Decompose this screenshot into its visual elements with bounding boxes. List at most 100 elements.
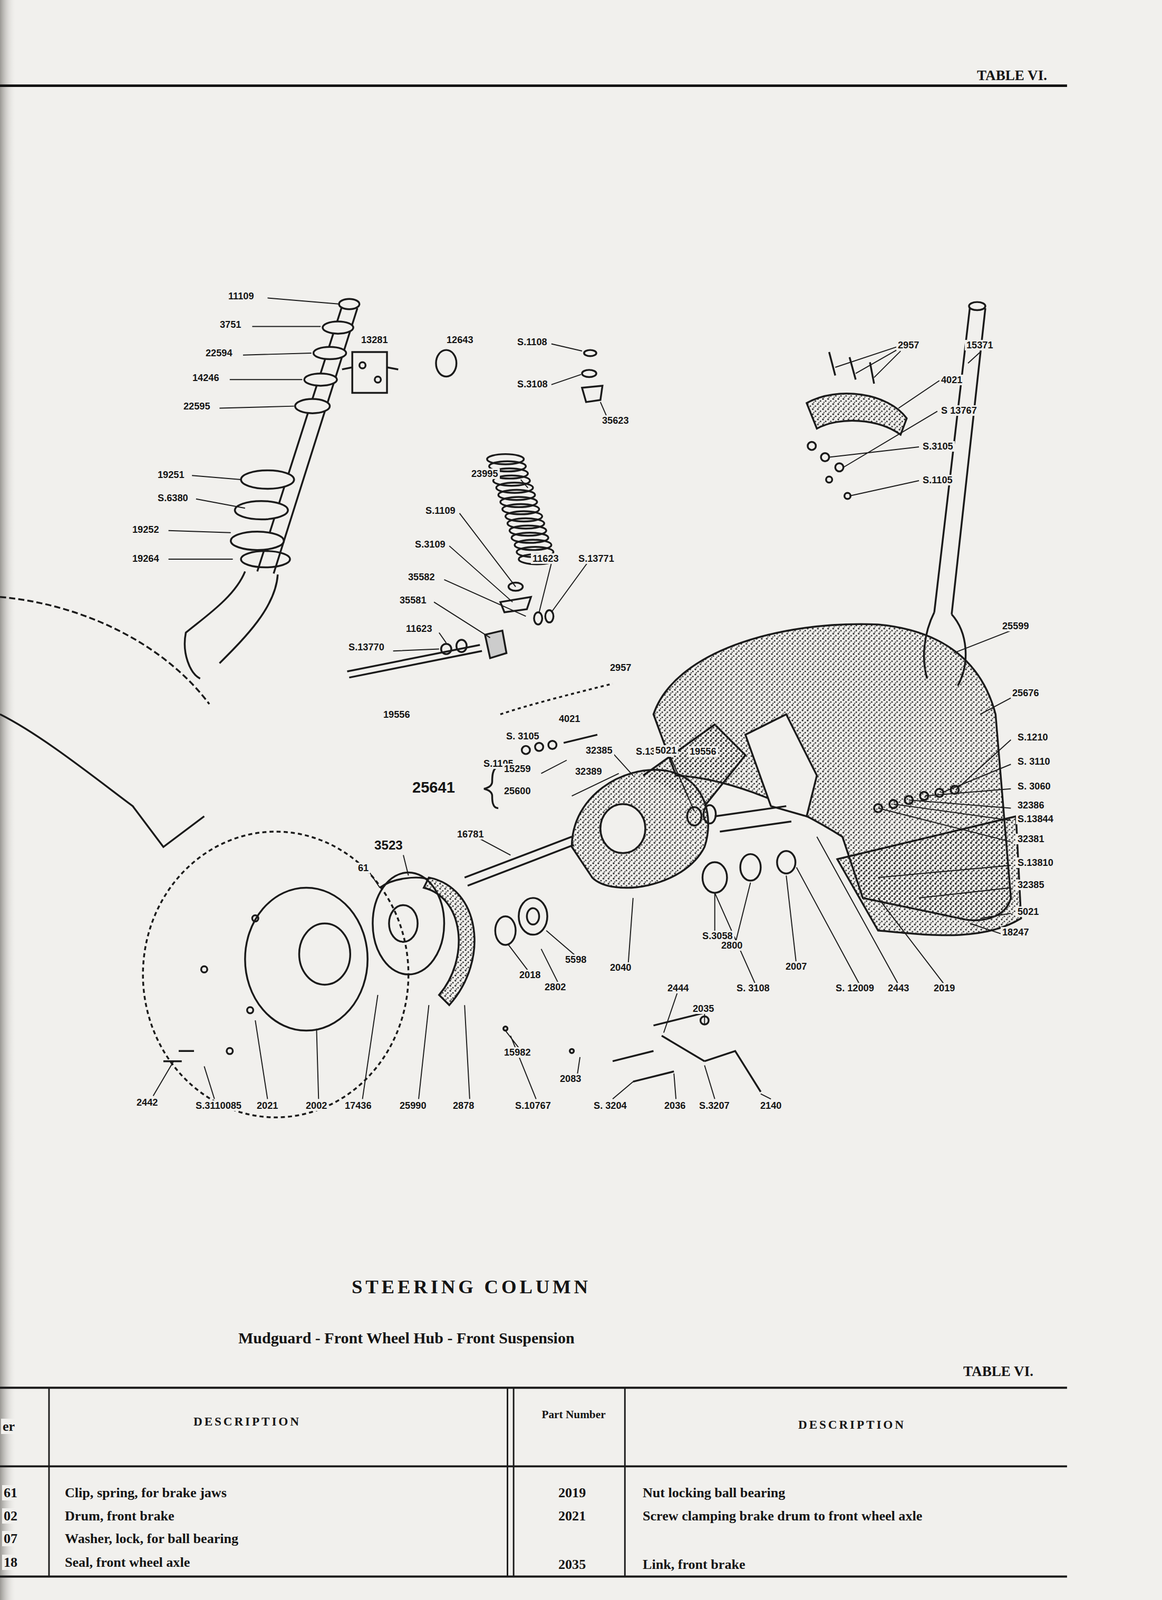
callout-number: 2019 (932, 983, 957, 994)
callout-number: 35582 (406, 572, 437, 583)
part-number: 02 (2, 1508, 19, 1525)
part-number: 2035 (556, 1557, 588, 1573)
part-description: Washer, lock, for ball bearing (63, 1531, 240, 1547)
callout-number: 2021 (255, 1100, 280, 1112)
callout-number: 4021 (557, 713, 582, 725)
callout-number: S.1210 (1015, 732, 1050, 743)
callout-number: 25676 (1010, 688, 1041, 699)
callout-number: 5021 (1015, 906, 1041, 918)
callout-number: S.13771 (576, 553, 616, 565)
part-description: Link, front brake (641, 1557, 748, 1573)
part-number: 2019 (556, 1485, 588, 1502)
part-number: 18 (2, 1555, 19, 1571)
callout-number: 2140 (758, 1100, 783, 1112)
callout-number: S 13767 (939, 405, 979, 416)
callout-number: S. 3110 (1015, 756, 1052, 768)
part-number: er (1, 1419, 17, 1435)
callout-number: 11623 (530, 553, 561, 565)
callout-number: 32385 (1015, 879, 1047, 891)
callout-number: 2007 (783, 961, 809, 973)
callout-number: 2083 (558, 1073, 583, 1085)
callout-number: S.3109 (413, 539, 448, 550)
callout-number: 32389 (573, 766, 604, 778)
callout-number: 16781 (455, 829, 486, 840)
callout-number: S. 3105 (504, 731, 541, 742)
part-number: 2021 (556, 1508, 588, 1525)
callout-number: 19252 (130, 524, 161, 536)
part-description: Drum, front brake (63, 1508, 177, 1525)
callout-number: 2878 (451, 1100, 476, 1112)
callout-number: 23995 (469, 468, 500, 480)
callout-number: 11623 (404, 623, 434, 635)
callout-number: 32386 (1015, 800, 1047, 811)
callout-number: 19251 (156, 469, 187, 481)
callout-number: 61 (356, 863, 371, 874)
callout-number: S. 12009 (834, 983, 876, 994)
callout-number: S.1109 (423, 505, 458, 517)
part-description: Screw clamping brake drum to front wheel… (641, 1508, 1069, 1525)
part-description: Nut locking ball bearing (641, 1485, 787, 1502)
callout-number: S.13810 (1015, 857, 1055, 869)
callout-number: S. 3108 (734, 983, 772, 994)
callout-number: 3751 (218, 319, 243, 331)
part-number: 07 (2, 1531, 19, 1547)
callout-number: 15259 (502, 763, 533, 775)
callout-number: 19556 (381, 709, 412, 721)
callout-number: 35623 (600, 415, 631, 426)
callout-number: S.3105 (921, 441, 955, 452)
callout-number: 2957 (608, 662, 633, 674)
diagram-title: STEERING COLUMN (350, 1276, 593, 1299)
callout-number: 25990 (398, 1100, 429, 1112)
callout-number: S.13844 (1015, 814, 1055, 825)
callout-number: 2802 (543, 982, 568, 993)
callout-number: 2018 (517, 970, 542, 981)
callout-number: 17436 (343, 1100, 374, 1112)
table-label: TABLE VI. (975, 67, 1049, 84)
part-description: Seal, front wheel axle (63, 1555, 192, 1571)
callout-number: 19264 (130, 553, 161, 565)
callout-number: S.13770 (346, 642, 386, 653)
callout-number: 2036 (662, 1100, 687, 1112)
diagram-caption: Mudguard - Front Wheel Hub - Front Suspe… (236, 1329, 577, 1348)
table-heading: DESCRIPTION (796, 1418, 908, 1432)
callout-number: 25600 (502, 786, 533, 797)
callout-number: 5598 (563, 954, 588, 966)
callout-number: 18247 (1000, 927, 1031, 938)
callout-number: 3523 (372, 838, 405, 853)
callout-number: 14246 (190, 372, 221, 384)
callout-number: 2443 (886, 983, 911, 994)
callout-number: 2442 (134, 1097, 160, 1109)
callout-number: 2800 (719, 940, 744, 952)
callout-number: 19556 (688, 746, 719, 758)
callout-number: 25641 (410, 779, 457, 797)
callout-number: S.3110085 (194, 1100, 244, 1112)
callout-number: 32385 (584, 745, 615, 757)
callout-number: 12643 (444, 334, 476, 346)
callout-number: 4021 (939, 374, 964, 386)
part-number: 61 (2, 1485, 19, 1502)
callout-number: S.10767 (513, 1100, 553, 1112)
callout-number: S.3207 (697, 1100, 732, 1112)
callout-number: S. 3204 (592, 1100, 629, 1112)
callout-number: S.3108 (515, 379, 550, 390)
table-heading: Part Number (536, 1409, 612, 1422)
callout-number: S.1105 (921, 475, 955, 486)
table-heading: DESCRIPTION (191, 1415, 303, 1429)
callout-number: 22594 (204, 347, 235, 359)
callout-number: 22595 (181, 401, 212, 412)
callout-number: 2035 (691, 1003, 716, 1015)
callout-number: 32381 (1015, 834, 1047, 845)
table-label: TABLE VI. (961, 1363, 1035, 1380)
callout-number: 11109 (226, 291, 256, 302)
callout-number: 13281 (359, 334, 390, 346)
callout-number: 2002 (304, 1100, 329, 1112)
callout-number: 2040 (608, 962, 633, 974)
callout-number: 35581 (398, 595, 429, 606)
callout-number: S.1108 (515, 336, 549, 348)
callout-number: S. 3060 (1015, 781, 1053, 792)
callout-number: S.6380 (156, 492, 190, 504)
callout-number: 2957 (896, 340, 921, 351)
callout-number: 25599 (1000, 621, 1031, 632)
callout-number: 2444 (665, 983, 691, 994)
